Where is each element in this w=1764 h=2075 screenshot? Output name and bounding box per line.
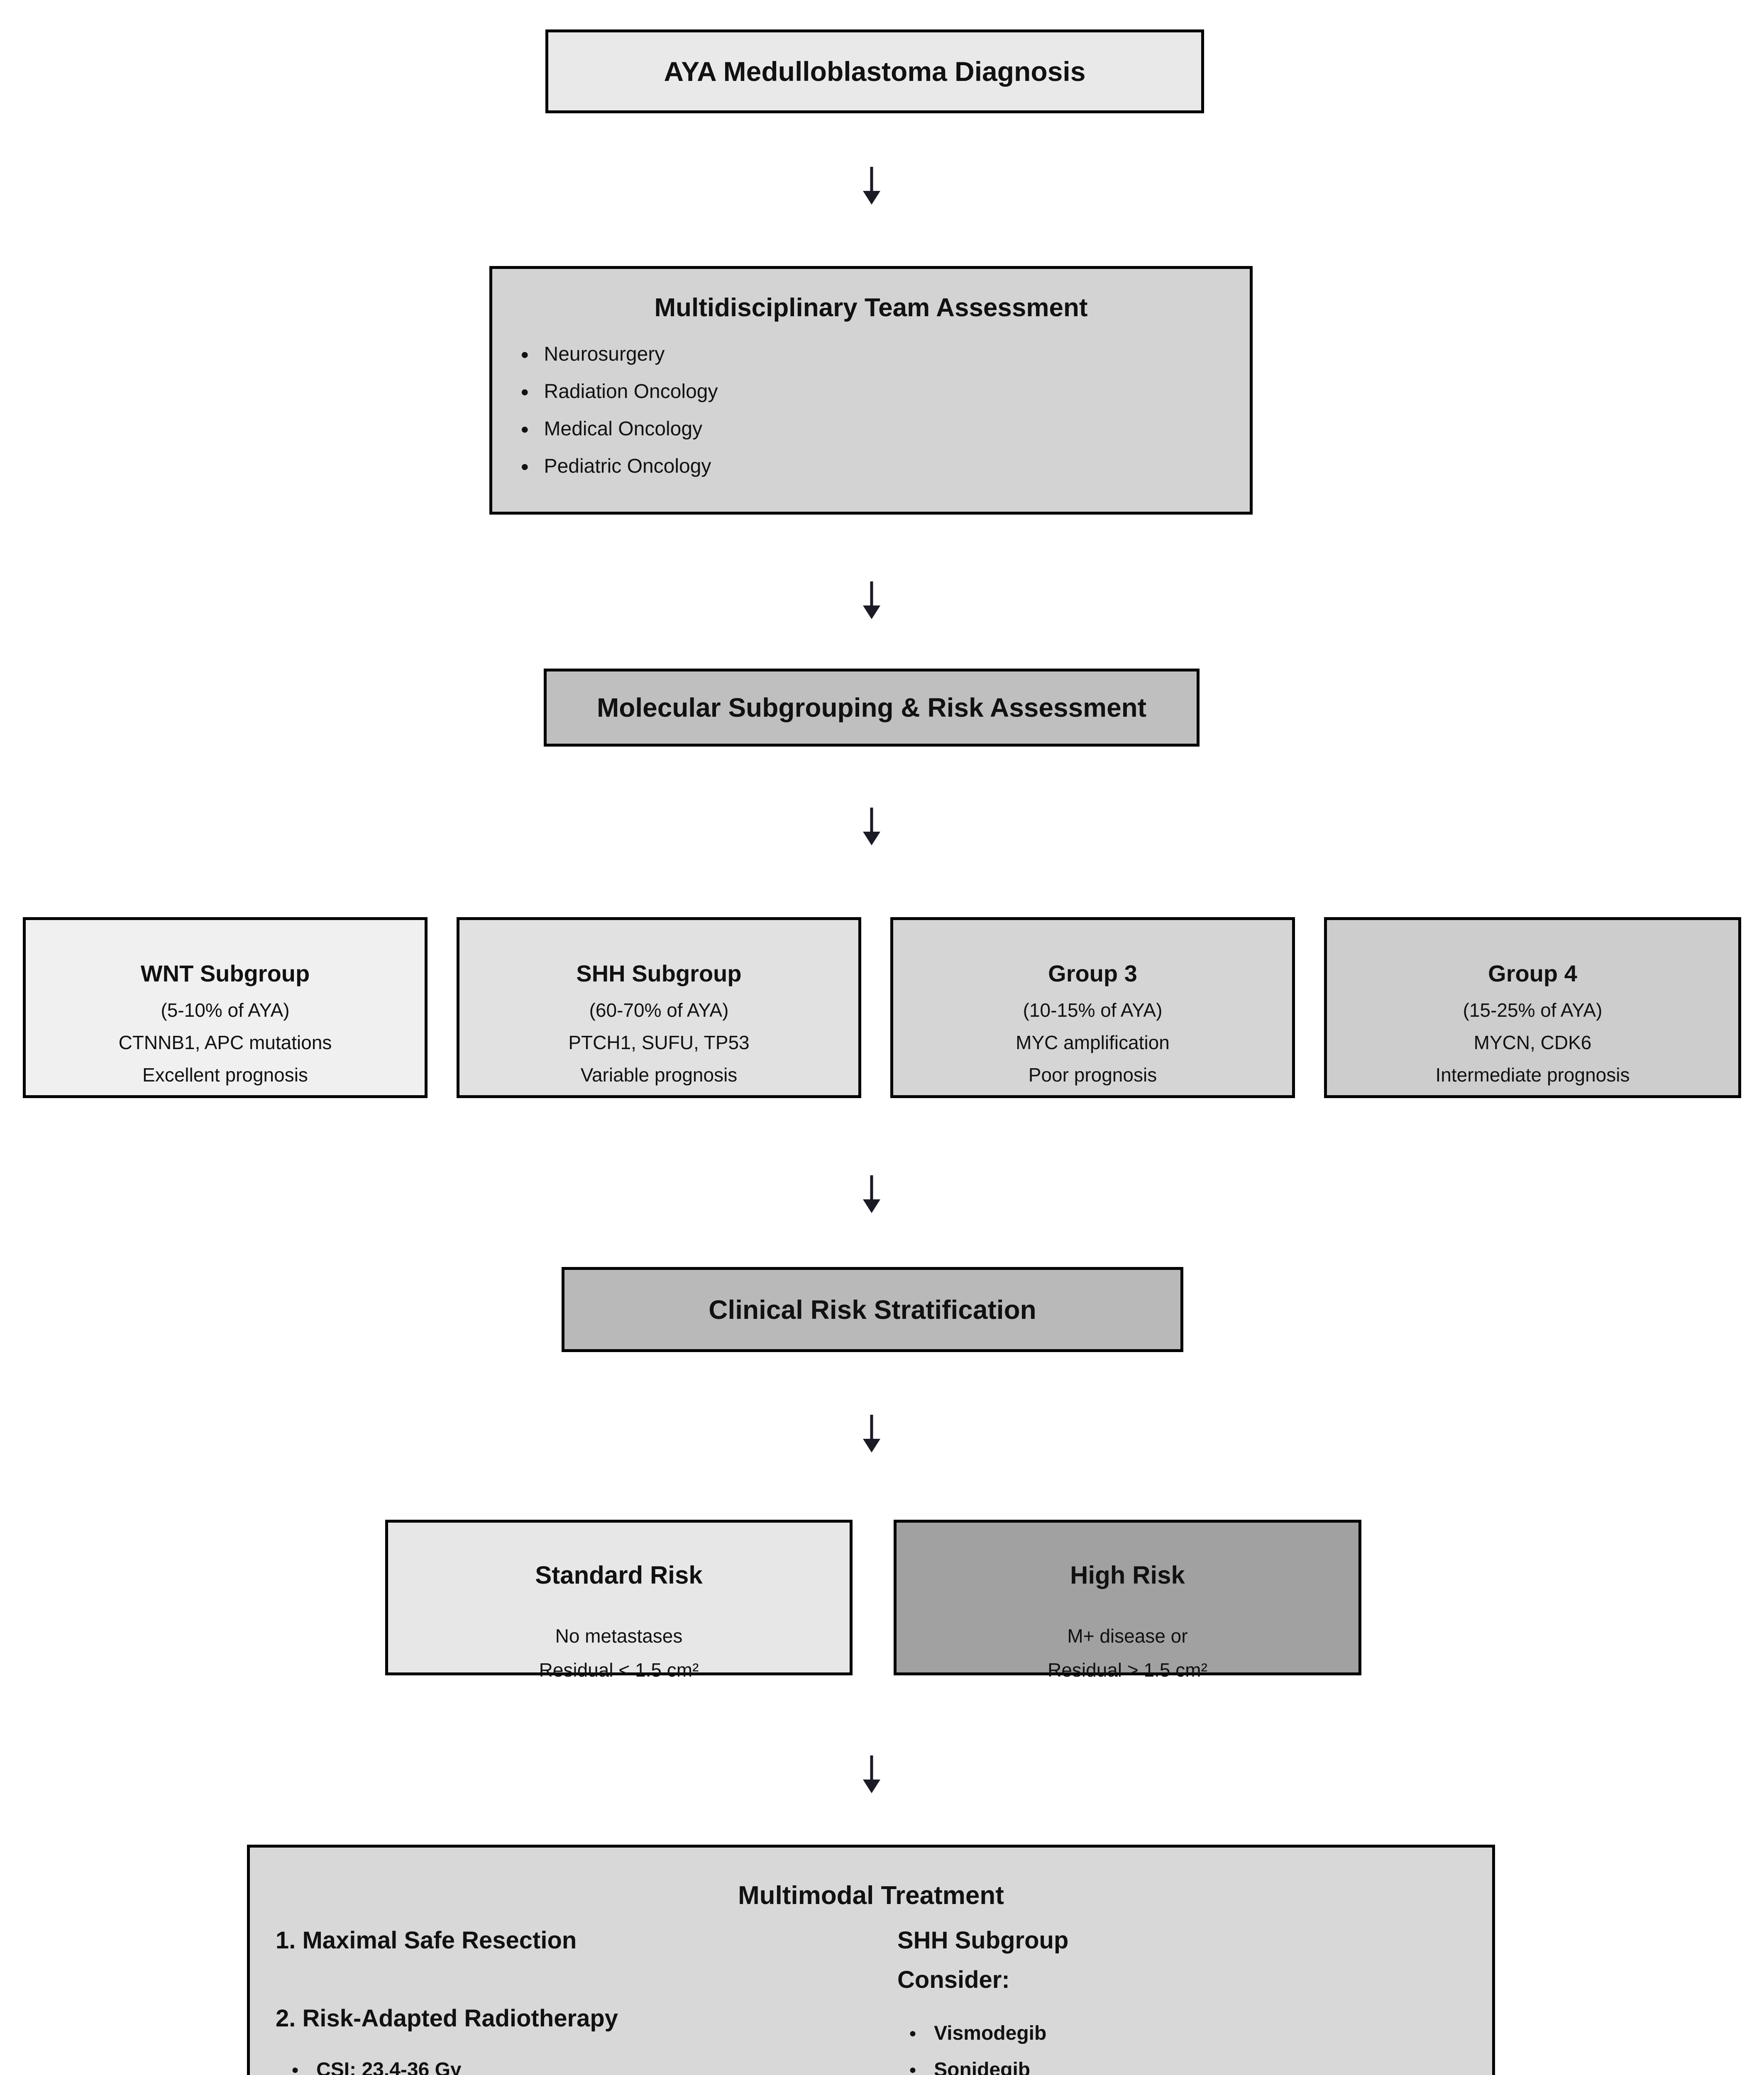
subgroup-line: Excellent prognosis	[142, 1064, 308, 1086]
subgroup-line: Intermediate prognosis	[1435, 1064, 1630, 1086]
team-assessment-title: Multidisciplinary Team Assessment	[654, 293, 1088, 322]
subgroup-line: (60-70% of AYA)	[589, 999, 729, 1021]
bullet-icon: ●	[520, 383, 529, 400]
subgroup-line: Poor prognosis	[1028, 1064, 1157, 1086]
group4-box: Group 4 (15-25% of AYA) MYCN, CDK6 Inter…	[1324, 917, 1741, 1098]
shh-consider-label: Consider:	[897, 1966, 1010, 1993]
bullet-icon: ●	[291, 2063, 299, 2075]
arrow-down-icon	[859, 807, 884, 846]
shh-consider-header: SHH Subgroup	[897, 1927, 1069, 1954]
multimodal-treatment-title: Multimodal Treatment	[738, 1881, 1004, 1910]
treatment-step-1: 1. Maximal Safe Resection	[276, 1927, 577, 1954]
arrow-down-icon	[859, 166, 884, 205]
arrow-down-icon	[859, 1414, 884, 1453]
arrow-down-icon	[859, 1755, 884, 1794]
molecular-subgrouping-box: Molecular Subgrouping & Risk Assessment	[544, 669, 1200, 747]
subgroup-line: PTCH1, SUFU, TP53	[568, 1032, 750, 1053]
list-item: ●Radiation Oncology	[520, 381, 718, 403]
team-assessment-box: Multidisciplinary Team Assessment ●Neuro…	[489, 266, 1253, 515]
shh-subgroup-box: SHH Subgroup (60-70% of AYA) PTCH1, SUFU…	[457, 917, 861, 1098]
group4-title: Group 4	[1488, 960, 1577, 986]
group3-box: Group 3 (10-15% of AYA) MYC amplificatio…	[890, 917, 1295, 1098]
list-item: ●Medical Oncology	[520, 418, 703, 440]
subgroup-line: Variable prognosis	[580, 1064, 738, 1086]
treatment-step-2: 2. Risk-Adapted Radiotherapy	[276, 2005, 618, 2032]
risk-line: No metastases	[555, 1625, 683, 1647]
molecular-subgrouping-title: Molecular Subgrouping & Risk Assessment	[596, 693, 1147, 723]
clinical-risk-stratification-box: Clinical Risk Stratification	[562, 1267, 1183, 1352]
bullet-icon: ●	[909, 2026, 917, 2040]
arrow-down-icon	[859, 581, 884, 620]
multimodal-treatment-box: Multimodal Treatment 1. Maximal Safe Res…	[247, 1845, 1495, 2075]
subgroup-line: (5-10% of AYA)	[161, 999, 290, 1021]
group3-title: Group 3	[1048, 960, 1137, 986]
bullet-icon: ●	[520, 458, 529, 474]
subgroup-line: (15-25% of AYA)	[1463, 999, 1603, 1021]
subgroup-line: MYCN, CDK6	[1473, 1032, 1592, 1053]
wnt-subgroup-title: WNT Subgroup	[140, 960, 310, 986]
subgroup-line: CTNNB1, APC mutations	[118, 1032, 332, 1053]
treatment-step-2-bullet: ●CSI: 23.4-36 Gy	[291, 2058, 462, 2075]
high-risk-title: High Risk	[1070, 1561, 1185, 1589]
subgroup-line: MYC amplification	[1016, 1032, 1170, 1053]
shh-option: ●Vismodegib	[909, 2022, 1047, 2044]
high-risk-box: High Risk M+ disease or Residual > 1.5 c…	[894, 1520, 1361, 1681]
wnt-subgroup-box: WNT Subgroup (5-10% of AYA) CTNNB1, APC …	[23, 917, 428, 1098]
shh-option: ●Sonidegib	[909, 2058, 1030, 2075]
diagnosis-box: AYA Medulloblastoma Diagnosis	[545, 29, 1204, 113]
clinical-risk-stratification-title: Clinical Risk Stratification	[709, 1294, 1036, 1325]
risk-line: Residual < 1.5 cm²	[539, 1659, 699, 1681]
arrow-down-icon	[859, 1174, 884, 1214]
risk-line: Residual > 1.5 cm²	[1048, 1659, 1207, 1681]
bullet-icon: ●	[520, 346, 529, 362]
bullet-icon: ●	[909, 2063, 917, 2075]
shh-subgroup-title: SHH Subgroup	[576, 960, 742, 986]
bullet-icon: ●	[520, 421, 529, 437]
risk-line: M+ disease or	[1067, 1625, 1188, 1647]
standard-risk-box: Standard Risk No metastases Residual < 1…	[385, 1520, 853, 1681]
list-item: ●Neurosurgery	[520, 343, 665, 365]
list-item: ●Pediatric Oncology	[520, 455, 711, 477]
subgroup-line: (10-15% of AYA)	[1023, 999, 1163, 1021]
standard-risk-title: Standard Risk	[535, 1561, 703, 1589]
diagnosis-title: AYA Medulloblastoma Diagnosis	[664, 56, 1086, 87]
